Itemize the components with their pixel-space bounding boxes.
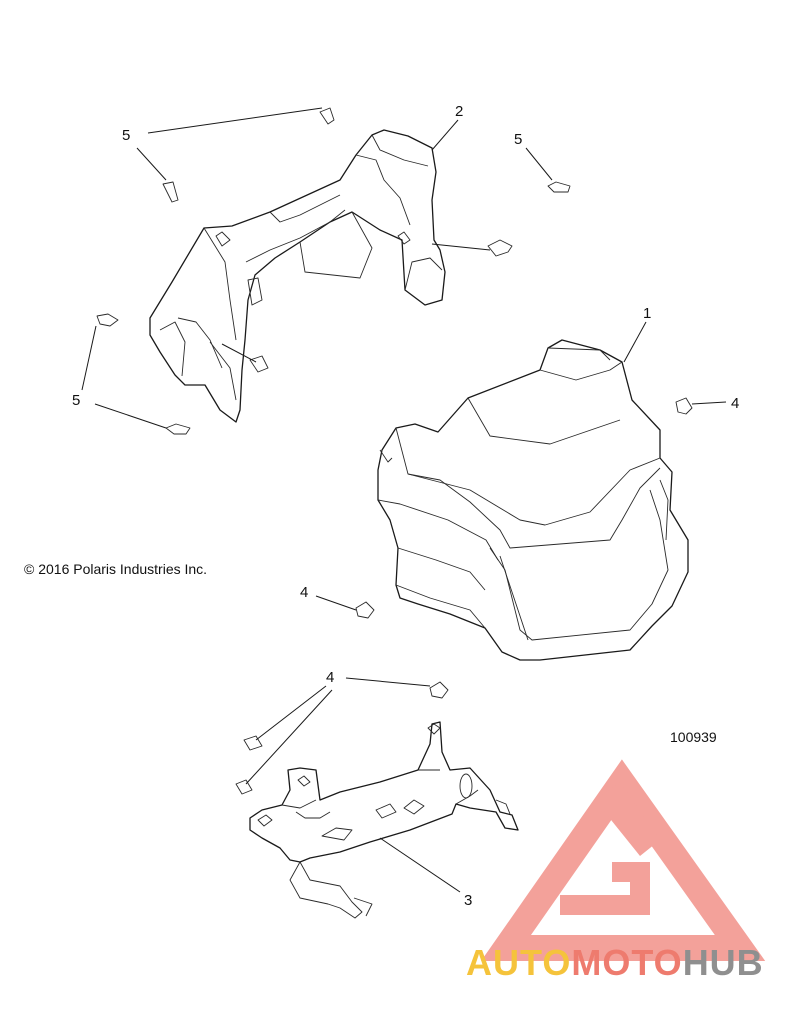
clip-4-bracket-left-b (235, 779, 253, 795)
callout-2: 2 (455, 103, 463, 120)
callout-5-top-right: 5 (514, 131, 522, 148)
screw-5-fairing-right (487, 239, 513, 257)
clip-4-bracket-left-a (243, 735, 263, 751)
watermark-moto: MOTO (571, 942, 683, 983)
clip-4-right (675, 397, 693, 415)
callout-4-mid: 4 (300, 584, 308, 601)
fairing-upper-part (149, 129, 446, 423)
callout-3: 3 (464, 892, 472, 909)
watermark-auto: AUTO (466, 942, 572, 983)
screw-5-left-upper (162, 181, 179, 203)
callout-5-left: 5 (72, 392, 80, 409)
screw-5-fairing-inner (249, 355, 269, 373)
headlight-pod-part (377, 339, 689, 661)
screw-5-left-mid (96, 313, 119, 327)
callout-1: 1 (643, 305, 651, 322)
diagram-id: 100939 (670, 729, 717, 745)
callout-4-lower: 4 (326, 669, 334, 686)
callout-5-top-left: 5 (122, 127, 130, 144)
screw-5-right (547, 181, 571, 193)
leader-lines (81, 107, 727, 893)
clip-4-bracket-right (429, 681, 449, 699)
copyright-notice: © 2016 Polaris Industries Inc. (24, 561, 208, 577)
mounting-bracket-part (249, 721, 519, 919)
screw-5-top (319, 107, 335, 125)
callout-4-right: 4 (731, 395, 739, 412)
clip-4-mid (355, 601, 375, 619)
watermark-logo-icon (481, 759, 766, 961)
screw-5-left-lower (165, 423, 191, 435)
watermark-hub: HUB (682, 942, 764, 983)
watermark-text: AUTOMOTOHUB (466, 942, 764, 984)
